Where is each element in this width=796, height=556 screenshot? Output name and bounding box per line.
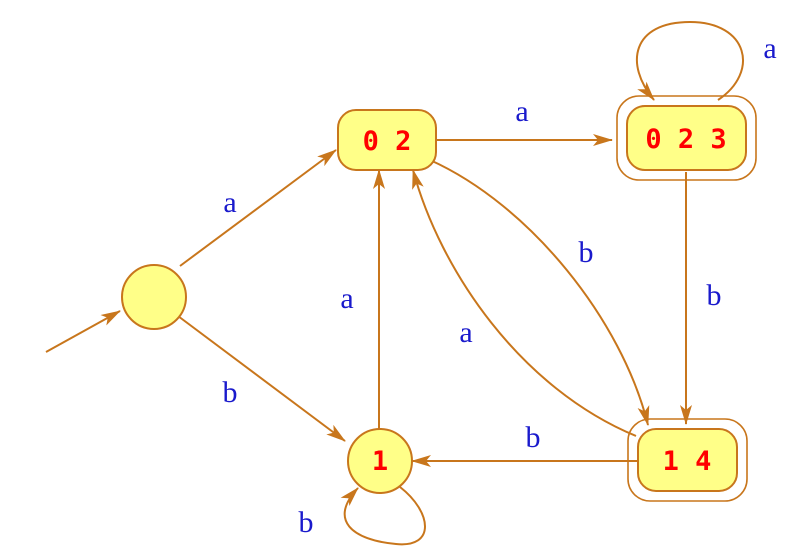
state-14 [637,428,738,492]
edge-02-to-14 [429,159,650,426]
label-start-to-1: b [223,376,238,409]
label-14-to-1: b [526,421,541,454]
state-1 [347,428,413,494]
edge-start-to-1 [177,315,346,442]
state-start [121,264,187,330]
edge-1-loop [340,486,426,546]
label-14-to-02: a [459,316,472,349]
state-14-accept-ring [627,418,748,502]
label-02-to-14: b [579,236,594,269]
initial-arrow [45,310,121,353]
state-023 [626,105,747,171]
label-023-to-14: b [707,279,722,312]
state-023-accept-ring [616,95,757,181]
state-02 [337,109,437,171]
edge-023-loop [635,20,744,101]
edge-start-to-02 [179,149,337,267]
state-023-label: 0 2 3 [645,124,726,155]
state-02-label: 0 2 [363,126,412,157]
label-1-to-02: a [340,282,353,315]
state-14-label: 1 4 [663,446,712,477]
label-023-loop: a [763,32,776,65]
label-1-loop: b [299,506,314,539]
label-start-to-02: a [223,186,236,219]
label-02-to-023: a [515,95,528,128]
edge-14-to-02 [412,169,637,437]
state-1-label: 1 [372,446,388,477]
